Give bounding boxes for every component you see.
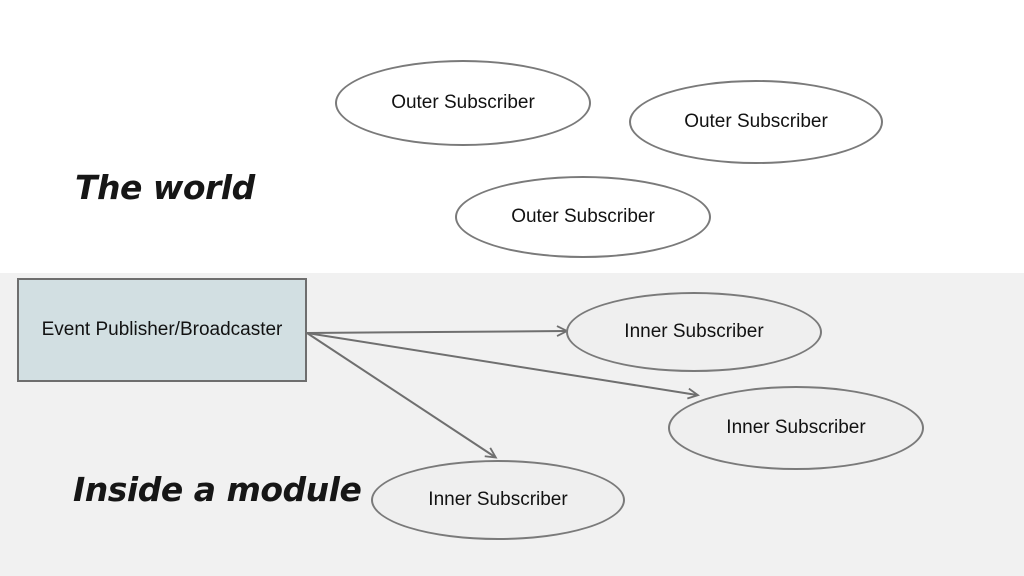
- outer-subscriber-ellipse: Outer Subscriber: [629, 80, 883, 164]
- section-label-inside-a-module: Inside a module: [73, 470, 362, 509]
- outer-subscriber-ellipse: Outer Subscriber: [455, 176, 711, 258]
- inner-subscriber-ellipse: Inner Subscriber: [566, 292, 822, 372]
- outer-subscriber-ellipse: Outer Subscriber: [335, 60, 591, 146]
- section-label-the-world: The world: [75, 168, 255, 207]
- inner-subscriber-ellipse: Inner Subscriber: [371, 460, 625, 540]
- event-publisher-box: Event Publisher/Broadcaster: [17, 278, 307, 382]
- inner-subscriber-ellipse: Inner Subscriber: [668, 386, 924, 470]
